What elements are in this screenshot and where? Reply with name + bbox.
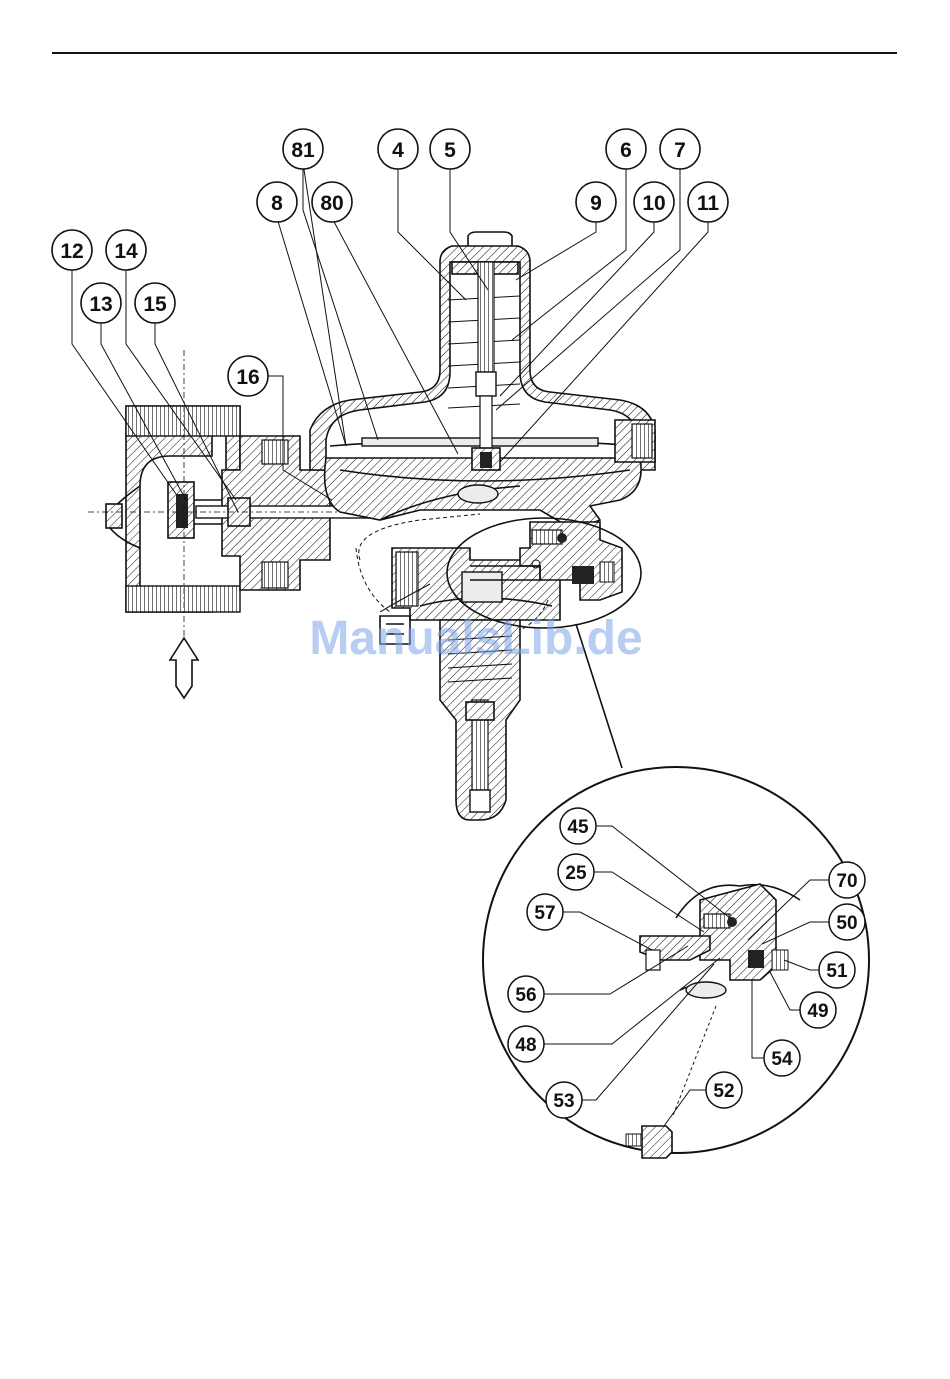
callout-45: 45 [560, 808, 596, 844]
callout-48: 48 [508, 1026, 544, 1062]
callout-70: 70 [829, 862, 865, 898]
callout-13: 13 [81, 283, 121, 323]
svg-text:6: 6 [620, 139, 632, 162]
callout-8: 8 [257, 182, 297, 222]
callout-16: 16 [228, 356, 268, 396]
svg-text:81: 81 [291, 139, 315, 162]
callout-15: 15 [135, 283, 175, 323]
main-callouts: 81 4 5 6 7 8 80 9 10 11 12 14 13 15 16 [52, 129, 728, 396]
callout-57: 57 [527, 894, 563, 930]
svg-text:13: 13 [89, 293, 112, 316]
callout-5: 5 [430, 129, 470, 169]
svg-text:15: 15 [143, 293, 167, 316]
callout-54: 54 [764, 1040, 800, 1076]
watermark-text: ManualsLib.de [309, 612, 642, 665]
svg-text:8: 8 [271, 192, 283, 215]
svg-text:14: 14 [114, 240, 138, 263]
callout-12: 12 [52, 230, 92, 270]
svg-text:53: 53 [553, 1091, 574, 1112]
svg-text:50: 50 [836, 913, 857, 934]
callout-7: 7 [660, 129, 700, 169]
callout-50: 50 [829, 904, 865, 940]
callout-81: 81 [283, 129, 323, 169]
callout-52: 52 [706, 1072, 742, 1108]
callout-4: 4 [378, 129, 418, 169]
callout-51: 51 [819, 952, 855, 988]
svg-text:51: 51 [826, 961, 848, 982]
svg-text:9: 9 [590, 192, 602, 215]
svg-text:16: 16 [236, 366, 259, 389]
main-regulator-drawing [88, 232, 655, 820]
svg-text:80: 80 [320, 192, 343, 215]
svg-text:7: 7 [674, 139, 686, 162]
svg-text:45: 45 [567, 817, 589, 838]
callout-11: 11 [688, 182, 728, 222]
svg-text:70: 70 [836, 871, 857, 892]
callout-6: 6 [606, 129, 646, 169]
svg-text:5: 5 [444, 139, 456, 162]
detail-view [483, 767, 869, 1158]
svg-text:11: 11 [697, 192, 720, 215]
svg-text:12: 12 [60, 240, 83, 263]
callout-10: 10 [634, 182, 674, 222]
callout-49: 49 [800, 992, 836, 1028]
callout-25: 25 [558, 854, 594, 890]
callout-53: 53 [546, 1082, 582, 1118]
svg-text:56: 56 [515, 985, 536, 1006]
svg-text:49: 49 [807, 1001, 828, 1022]
svg-text:54: 54 [771, 1049, 793, 1070]
callout-80: 80 [312, 182, 352, 222]
svg-text:4: 4 [392, 139, 404, 162]
callout-56: 56 [508, 976, 544, 1012]
svg-text:57: 57 [534, 903, 555, 924]
svg-text:48: 48 [515, 1035, 536, 1056]
callout-9: 9 [576, 182, 616, 222]
svg-text:10: 10 [642, 192, 665, 215]
callout-14: 14 [106, 230, 146, 270]
svg-text:52: 52 [713, 1081, 734, 1102]
svg-text:25: 25 [565, 863, 587, 884]
